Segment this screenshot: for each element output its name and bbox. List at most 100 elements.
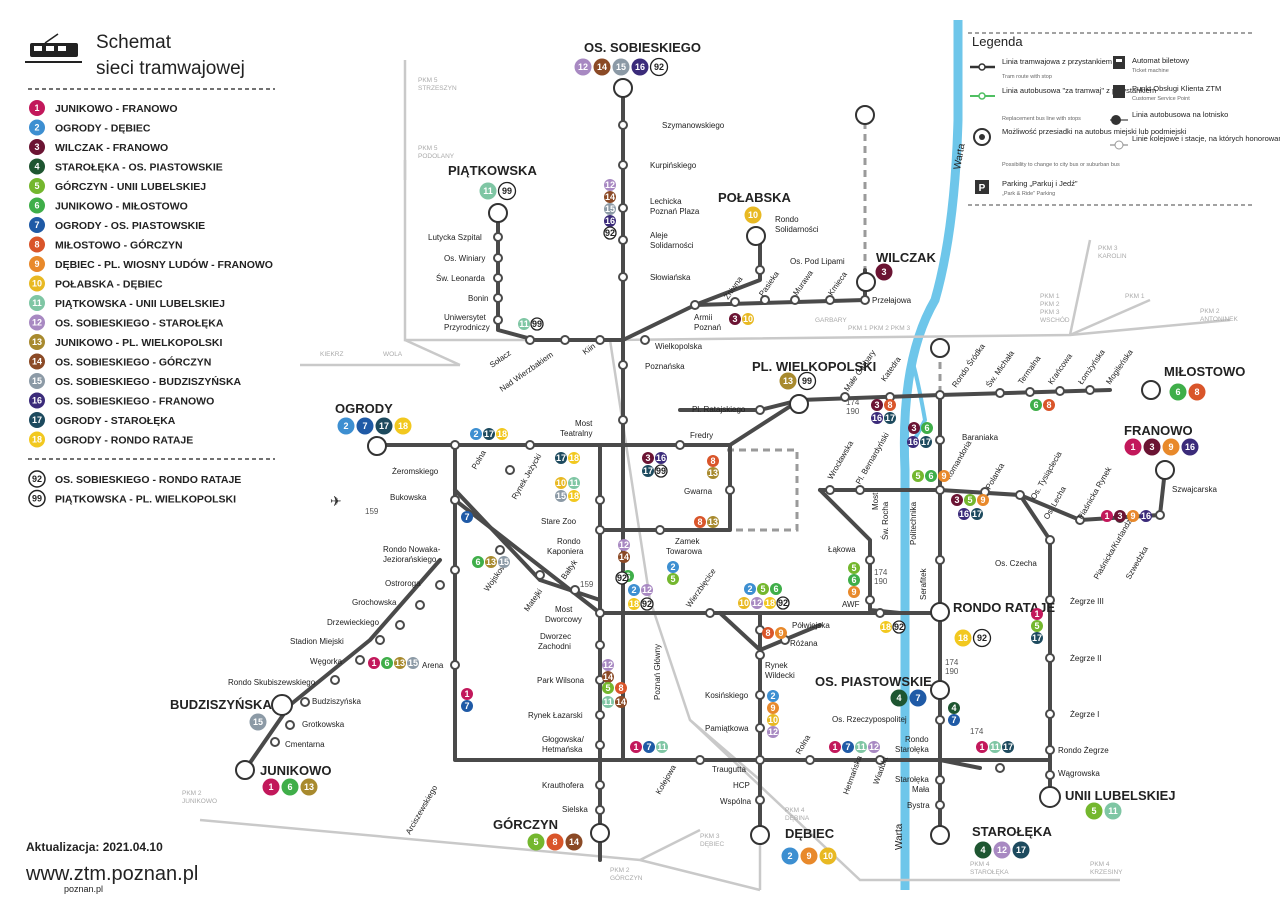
polna-badge-num-17: 17 <box>484 429 494 439</box>
map-title-line1: Schemat <box>96 32 172 53</box>
zegrze3-1-badge-5 <box>1031 620 1043 632</box>
line-number-9: 9 <box>34 259 39 269</box>
svg-text:190: 190 <box>874 577 888 586</box>
line-number-12: 12 <box>32 318 42 328</box>
station-ostroroga: Ostroroga <box>385 579 421 588</box>
station-kmieca: Kmieca <box>826 270 849 297</box>
station-fredry: Fredry <box>690 431 713 440</box>
fredry-a-badge-16 <box>655 452 667 464</box>
station-lutycka: Lutycka Szpital <box>428 233 482 242</box>
station-dworzec-2: Zachodni <box>538 642 571 651</box>
station-wegorka: Węgorka <box>310 657 343 666</box>
station-staroleka-mala-2: Mała <box>912 785 930 794</box>
station-mostrocha: Most <box>871 492 880 510</box>
dworzec-1-badge-14 <box>602 671 614 683</box>
most-b-badge-num-12: 12 <box>642 585 652 595</box>
legend-item-8: Linie kolejowe i stacje, na których hono… <box>1132 134 1280 143</box>
zamek2-0-badge-num-2: 2 <box>670 562 675 572</box>
line-route-7: OGRODY - OS. PIASTOWSKIE <box>55 220 205 232</box>
line-badge-1 <box>29 100 45 116</box>
line-number-2: 2 <box>34 123 39 133</box>
komandoria-a-badge-5 <box>964 494 976 506</box>
legend-item-5: Automat biletowy <box>1132 56 1189 65</box>
station-sielska: Sielska <box>562 805 588 814</box>
station-rondonowak-2: Jeziorańskiego <box>383 555 437 564</box>
station-plratajskiego: Pl. Ratajskiego <box>692 405 746 414</box>
lechicka-4-badge-num-92: 92 <box>605 228 615 238</box>
awf-badge-num-92: 92 <box>894 622 904 632</box>
station-rolna: Rolna <box>794 733 813 756</box>
bus-line-route-99: PIĄTKOWSKA - PL. WIELKOPOLSKI <box>55 494 236 506</box>
rynekwildecki-1-badge-num-9: 9 <box>770 703 775 713</box>
lakowa-1-badge-num-6: 6 <box>851 575 856 585</box>
station-stadion: Stadion Miejski <box>290 637 344 646</box>
svg-text:KAROLIN: KAROLIN <box>1098 253 1127 260</box>
franowo-badge-3 <box>1143 438 1161 456</box>
komandoria-a-badge-9 <box>977 494 989 506</box>
wierzb-b-badge-12 <box>751 597 763 609</box>
rozana-badge-9 <box>775 627 787 639</box>
junikowo-badge-1 <box>262 778 280 796</box>
unii-badge-5 <box>1085 802 1103 820</box>
svg-text:190: 190 <box>846 407 860 416</box>
bukowska-badge-7 <box>461 511 473 523</box>
svg-text:PODOLANY: PODOLANY <box>418 153 455 160</box>
katedra-a-badge-num-3: 3 <box>874 400 879 410</box>
svg-text:KIEKRZ: KIEKRZ <box>320 351 344 358</box>
kaponiera-1-badge-14 <box>618 551 630 563</box>
wierzb-b-badge-num-12: 12 <box>752 598 762 608</box>
terminal-plwielkopolski: PL. WIELKOPOLSKI <box>752 359 876 374</box>
wegorka-badge-num-15: 15 <box>408 658 418 668</box>
komandoria-b-badge-num-16: 16 <box>959 509 969 519</box>
komandoria-a-badge-3 <box>951 494 963 506</box>
termalna-badge-num-6: 6 <box>1033 400 1038 410</box>
gorczyn-badge-num-14: 14 <box>569 837 579 847</box>
line-number-15: 15 <box>32 376 42 386</box>
station-serafitek: Serafitek <box>919 567 928 600</box>
legend-item-3-en: Possibility to change to city bus or sub… <box>1002 162 1120 168</box>
arena-0-badge-1 <box>461 688 473 700</box>
rozana-badge-num-8: 8 <box>765 628 770 638</box>
glogowska-badge-7 <box>643 741 655 753</box>
budziszynska-badge-num-15: 15 <box>253 717 263 727</box>
komandoria-b-badge-17 <box>971 508 983 520</box>
ronderataje-badge-num-18: 18 <box>958 633 968 643</box>
terminal-budziszynska: BUDZISZYŃSKA <box>170 697 272 712</box>
line-route-11: PIĄTKOWSKA - UNII LUBELSKIEJ <box>55 298 225 310</box>
line-badge-3 <box>29 139 45 155</box>
plwielkopolski-badge-num-13: 13 <box>783 376 793 386</box>
katedra-d-badge-num-16: 16 <box>908 437 918 447</box>
line-route-14: OS. SOBIESKIEGO - GÓRCZYN <box>55 356 211 369</box>
terminal-gorczyn: GÓRCZYN <box>493 817 558 832</box>
fredry-b-badge-99 <box>654 464 668 478</box>
bukowska-badge-num-7: 7 <box>464 512 469 522</box>
bus-line-badge-99 <box>28 489 46 508</box>
legend-title: Legenda <box>972 34 1023 49</box>
station-rondokaponiera: Rondo <box>557 537 581 546</box>
polna-badge-num-18: 18 <box>497 429 507 439</box>
rolna-badge-num-12: 12 <box>869 742 879 752</box>
station-aleje-2: Solidarności <box>650 241 694 250</box>
rondostaroleka-badge-num-17: 17 <box>1003 742 1013 752</box>
station-zegrze3: Żegrze III <box>1070 597 1104 606</box>
fredry-b-badge-17 <box>642 465 654 477</box>
legend-item-6-en: Customer Service Point <box>1132 96 1190 102</box>
station-uniwersytet: Uniwersytet <box>444 313 487 322</box>
line-route-1: JUNIKOWO - FRANOWO <box>55 103 178 115</box>
katedra-c-badge-6 <box>921 422 933 434</box>
teatr-b-badge-num-15: 15 <box>556 491 566 501</box>
header-block: Schemat sieci tramwajowej <box>25 32 275 460</box>
line-badge-10 <box>29 275 45 292</box>
svg-text:KRZESINY: KRZESINY <box>1090 869 1123 876</box>
line-badge-12 <box>29 314 45 331</box>
wierzb-a-badge-2 <box>744 583 756 595</box>
unii-badge-num-5: 5 <box>1091 806 1096 816</box>
wierzb-b-badge-num-10: 10 <box>739 598 749 608</box>
fredry-b-badge-num-17: 17 <box>643 466 653 476</box>
wierzb-b-badge-10 <box>738 597 750 609</box>
dworzec-1-badge-num-14: 14 <box>603 672 613 682</box>
teatr-a-badge-10 <box>555 477 567 489</box>
fredry-a-badge-num-16: 16 <box>656 453 666 463</box>
legend-item-1-en: Tram route with stop <box>1002 74 1052 80</box>
